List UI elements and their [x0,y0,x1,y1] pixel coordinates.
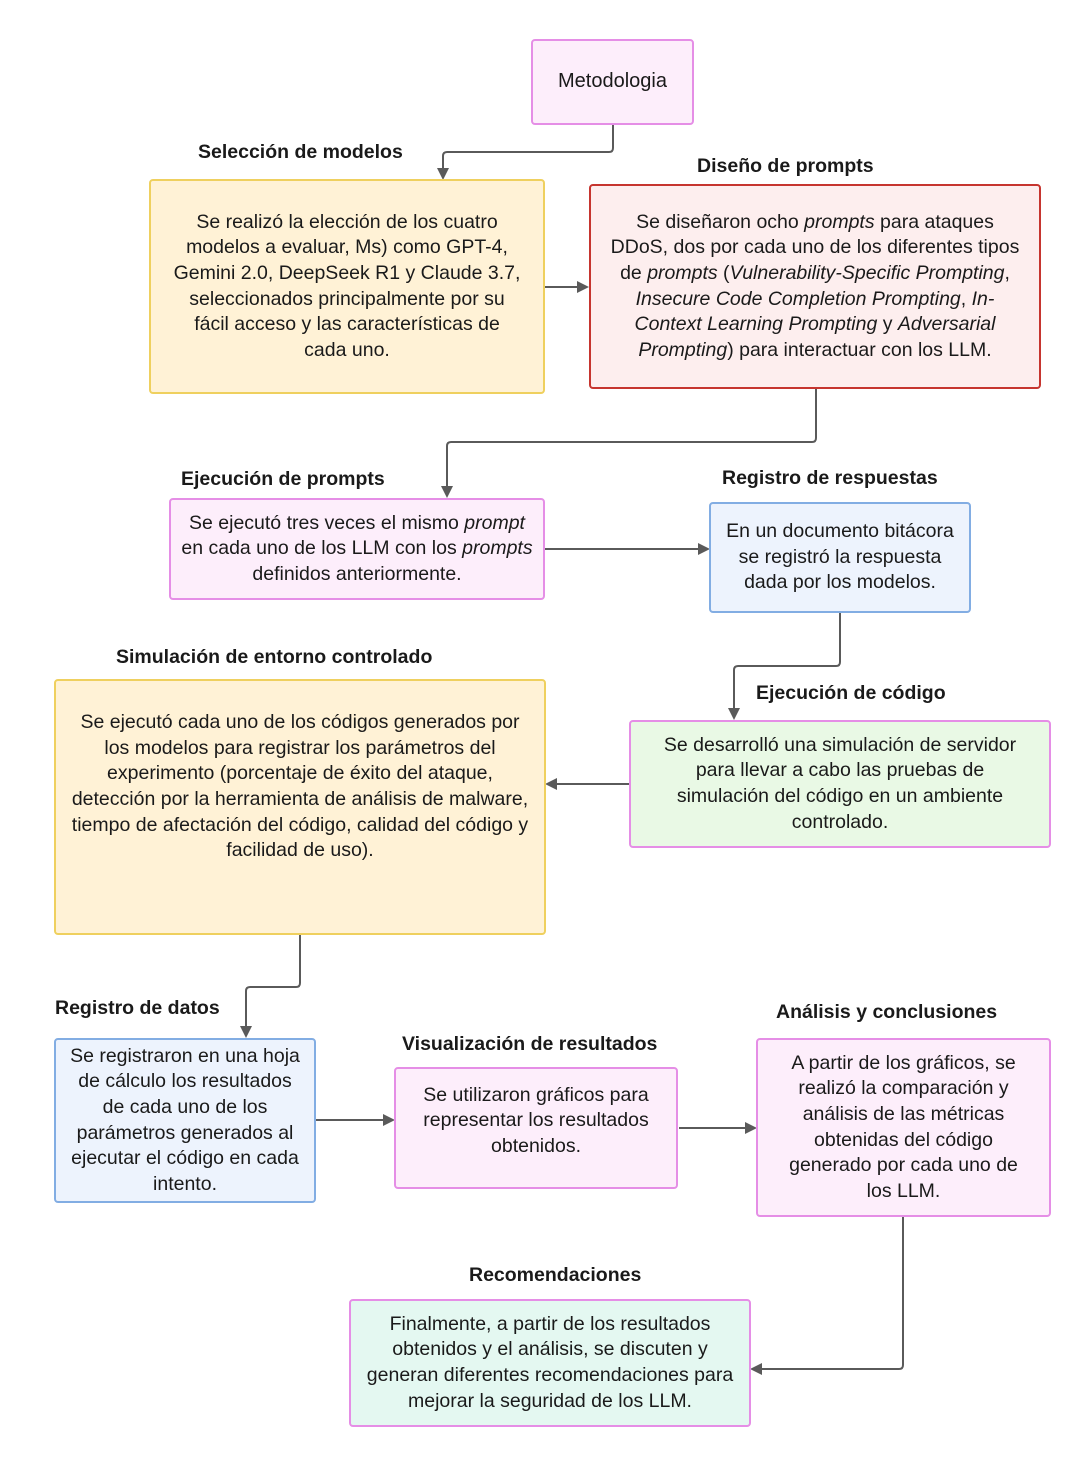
arrow-registro-respuestas-to-ejecucion-codigo [728,613,841,720]
step-text-ejecucion-codigo: Se desarrolló una simulación de servidor… [649,733,1031,835]
text-run: Se registraron en una hoja de cálculo lo… [70,1044,300,1195]
text-run: ( [717,261,730,284]
step-box-seleccion: Se realizó la elección de los cuatro mod… [149,179,545,394]
step-text-diseno: Se diseñaron ocho prompts para ataques D… [605,210,1025,364]
text-run: Se diseñaron ocho [636,210,805,233]
italic-term: prompts [647,261,718,284]
step-box-recomendaciones: Finalmente, a partir de los resultados o… [349,1299,751,1427]
root-node-label: Metodologia [558,70,667,93]
step-title-ejecucion-codigo: Ejecución de código [756,682,946,704]
text-run: Se desarrolló una simulación de servidor… [663,733,1017,833]
text-run: Finalmente, a partir de los resultados o… [366,1312,734,1412]
step-title-registro-respuestas: Registro de respuestas [722,467,938,489]
text-run: en cada uno de los LLM con los [181,537,463,560]
step-text-recomendaciones: Finalmente, a partir de los resultados o… [365,1312,735,1414]
italic-term: In-Context Learning Prompting [634,287,995,336]
arrow-metodologia-to-seleccion [437,124,614,180]
step-text-analisis: A partir de los gráficos, se realizó la … [776,1051,1031,1205]
step-text-seleccion: Se realizó la elección de los cuatro mod… [173,210,521,364]
text-run: , [960,287,972,310]
step-box-analisis: A partir de los gráficos, se realizó la … [756,1038,1051,1217]
italic-term: Insecure Code Completion Prompting [635,287,961,310]
step-title-visualizacion: Visualización de resultados [402,1033,658,1055]
text-run: definidos anteriormente. [252,562,462,585]
text-run: En un documento bitácora se registró la … [726,520,954,594]
italic-term: prompts [462,537,533,560]
root-node-metodologia: Metodologia [531,39,694,125]
arrow-simulacion-to-registro-datos [240,935,301,1038]
step-title-ejecucion-prompts: Ejecución de prompts [181,468,385,490]
step-box-diseno: Se diseñaron ocho prompts para ataques D… [589,184,1041,389]
step-text-registro-respuestas: En un documento bitácora se registró la … [717,519,963,596]
arrow-analisis-to-recomendaciones [750,1217,904,1375]
arrow-diseno-to-ejecucion-prompts [441,388,817,498]
step-text-ejecucion-prompts: Se ejecutó tres veces el mismo prompt en… [181,511,533,588]
step-box-visualizacion: Se utilizaron gráficos para representar … [394,1067,678,1189]
text-run: Se realizó la elección de los cuatro mod… [173,210,521,361]
italic-term: Vulnerability-Specific Prompting [729,261,1005,284]
step-title-diseno: Diseño de prompts [697,155,874,177]
step-title-simulacion: Simulación de entorno controlado [116,646,433,668]
step-title-recomendaciones: Recomendaciones [469,1264,642,1286]
text-run: Se utilizaron gráficos para representar … [423,1083,649,1157]
text-run: ) para interactuar con los LLM. [727,338,992,361]
step-box-registro-respuestas: En un documento bitácora se registró la … [709,502,971,613]
italic-term: Adversarial Prompting [638,313,996,361]
text-run: Se ejecutó cada uno de los códigos gener… [71,711,529,862]
italic-term: prompt [464,511,525,534]
text-run: para ataques DDoS, dos por cada uno de l… [610,210,1020,284]
text-run: A partir de los gráficos, se realizó la … [789,1051,1018,1202]
step-title-registro-datos: Registro de datos [55,997,220,1019]
step-box-simulacion: Se ejecutó cada uno de los códigos gener… [54,679,546,935]
step-box-ejecucion-prompts: Se ejecutó tres veces el mismo prompt en… [169,498,545,600]
step-box-ejecucion-codigo: Se desarrolló una simulación de servidor… [629,720,1051,848]
step-box-registro-datos: Se registraron en una hoja de cálculo lo… [54,1038,316,1203]
step-text-registro-datos: Se registraron en una hoja de cálculo lo… [68,1044,302,1198]
step-text-visualizacion: Se utilizaron gráficos para representar … [408,1083,664,1160]
step-title-analisis: Análisis y conclusiones [776,1001,998,1023]
step-title-seleccion: Selección de modelos [198,141,403,163]
step-text-simulacion: Se ejecutó cada uno de los códigos gener… [66,710,534,864]
text-run: y [877,313,898,336]
italic-term: prompts [804,210,875,233]
text-run: Se ejecutó tres veces el mismo [189,511,465,534]
text-run: , [1004,261,1010,284]
